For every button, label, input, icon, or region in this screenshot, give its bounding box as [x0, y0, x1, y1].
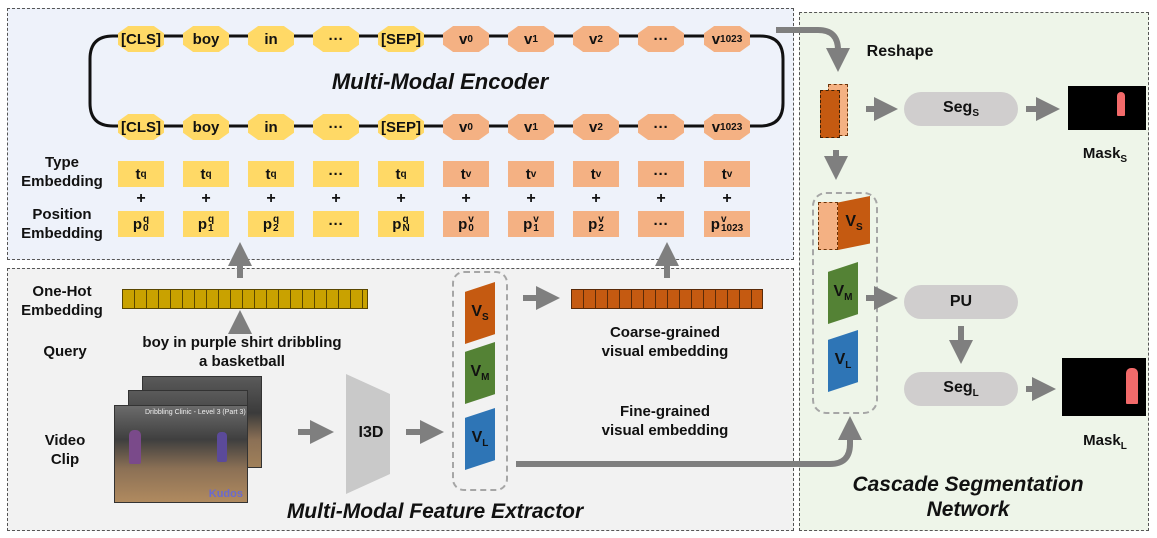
feature-cas-vs-cube: VS — [818, 196, 870, 252]
onehot-embedding-bar — [122, 289, 368, 309]
top-token-0: [CLS] — [118, 26, 164, 52]
i3d-label: I3D — [358, 424, 384, 441]
encoder-title: Multi-Modal Encoder — [331, 69, 549, 94]
pu-box: PU — [904, 285, 1018, 319]
feature-ext-vm: VM — [465, 342, 495, 404]
mask-l-label: MaskL — [1083, 432, 1127, 452]
plus-sign-1: + — [201, 190, 211, 207]
video-caption: Dribbling Clinic - Level 3 (Part 3) — [145, 409, 246, 416]
reshape-label: Reshape — [866, 43, 934, 60]
type-token-3: ··· — [313, 161, 359, 187]
bottom-token-4: [SEP] — [378, 114, 424, 140]
video-frame-front: Dribbling Clinic - Level 3 (Part 3) Kudo… — [114, 405, 248, 503]
reshape-cube — [820, 84, 850, 138]
position-embedding-label: Position Embedding — [21, 206, 103, 242]
mask-s-label: MaskS — [1082, 145, 1128, 165]
feature-ext-vs: VS — [465, 282, 495, 344]
plus-sign-5: + — [461, 190, 471, 207]
coarse-embedding-bar — [571, 289, 763, 309]
feature-cas-vm: VM — [828, 262, 858, 324]
player-figure-2 — [217, 432, 227, 462]
type-embedding-label: Type Embedding — [21, 154, 103, 190]
feature-group-extractor — [452, 271, 508, 491]
bottom-token-2: in — [248, 114, 294, 140]
feature-cas-vl: VL — [828, 330, 858, 392]
top-token-8: ··· — [638, 26, 684, 52]
video-logo: Kudos — [208, 488, 243, 500]
seg-l-box: SegL — [904, 372, 1018, 406]
mask-s-image — [1068, 86, 1146, 130]
plus-sign-6: + — [526, 190, 536, 207]
bottom-token-3: ··· — [313, 114, 359, 140]
top-token-4: [SEP] — [378, 26, 424, 52]
bottom-token-0: [CLS] — [118, 114, 164, 140]
coarse-label: Coarse-grained visual embedding — [601, 324, 729, 360]
plus-sign-3: + — [331, 190, 341, 207]
video-clip-label: Video Clip — [44, 432, 86, 468]
pos-token-8: ··· — [638, 211, 684, 237]
top-token-1: boy — [183, 26, 229, 52]
plus-sign-7: + — [591, 190, 601, 207]
plus-sign-9: + — [722, 190, 732, 207]
mask-l-image — [1062, 358, 1146, 416]
onehot-label: One-Hot Embedding — [21, 283, 103, 319]
bottom-token-8: ··· — [638, 114, 684, 140]
plus-sign-2: + — [266, 190, 276, 207]
top-token-2: in — [248, 26, 294, 52]
query-label: Query — [43, 343, 87, 360]
type-token-8: ··· — [638, 161, 684, 187]
cascade-title: Cascade Segmentation Network — [852, 473, 1084, 521]
plus-sign-4: + — [396, 190, 406, 207]
extractor-title: Multi-Modal Feature Extractor — [286, 500, 584, 523]
fine-label: Fine-grained visual embedding — [601, 403, 729, 439]
query-text: boy in purple shirt dribbling a basketba… — [142, 334, 342, 370]
feature-ext-vl: VL — [465, 408, 495, 470]
player-figure — [129, 430, 141, 464]
pos-token-3: ··· — [313, 211, 359, 237]
plus-sign-0: + — [136, 190, 146, 207]
i3d-block — [346, 374, 390, 494]
bottom-token-1: boy — [183, 114, 229, 140]
seg-s-box: SegS — [904, 92, 1018, 126]
top-token-3: ··· — [313, 26, 359, 52]
plus-sign-8: + — [656, 190, 666, 207]
